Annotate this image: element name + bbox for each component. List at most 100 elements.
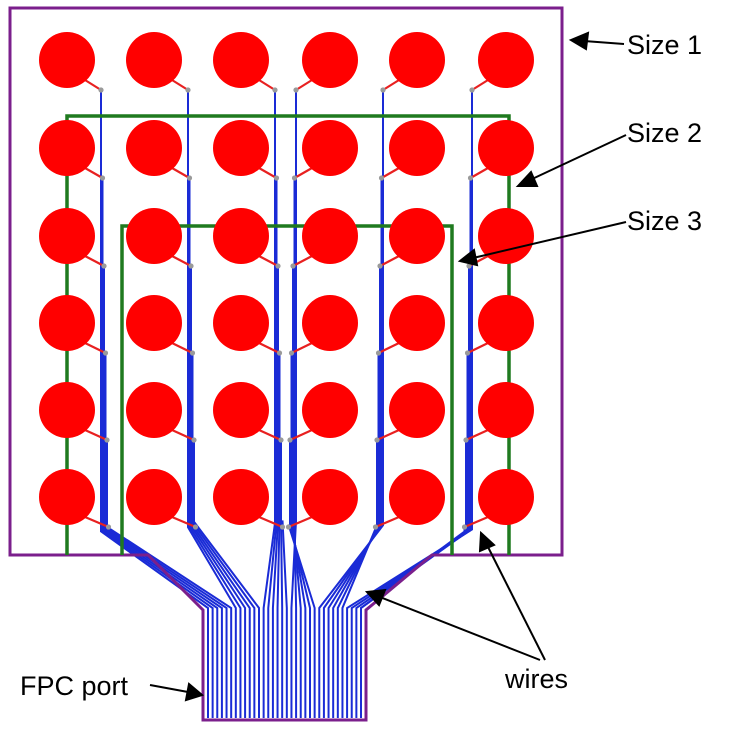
electrode-stub	[380, 167, 400, 179]
via	[189, 350, 196, 356]
fpc-arrowhead	[184, 682, 205, 702]
wire-trace	[292, 266, 302, 718]
via	[374, 437, 380, 443]
wire-trace	[289, 440, 311, 718]
electrode-stub	[464, 515, 489, 529]
via	[372, 524, 379, 530]
via	[185, 87, 191, 93]
electrode-pad	[126, 295, 182, 351]
electrode-pad	[213, 32, 269, 88]
electrode-pad	[389, 32, 445, 88]
via	[99, 175, 106, 181]
via	[278, 437, 284, 443]
size1-arrow	[583, 40, 625, 45]
via	[375, 350, 382, 356]
wire-trace	[318, 90, 384, 718]
electrode-stub	[84, 428, 108, 442]
size2-arrowhead	[515, 170, 539, 187]
wire-trace	[271, 266, 279, 718]
size3-label: Size 3	[627, 206, 702, 236]
size2-arrow	[529, 134, 627, 181]
electrode-pad	[39, 208, 95, 264]
electrode-pad	[302, 382, 358, 438]
via	[275, 263, 281, 269]
via	[377, 263, 383, 269]
via	[101, 263, 107, 269]
electrode-grid	[39, 32, 534, 525]
size3-arrowhead	[457, 248, 479, 267]
wire-trace	[262, 90, 276, 718]
electrode-stub	[258, 515, 283, 529]
electrode-pad	[126, 32, 182, 88]
electrode-stub	[171, 79, 189, 91]
via	[272, 87, 278, 93]
electrode-pad	[302, 295, 358, 351]
electrode-pad	[478, 120, 534, 176]
wire-trace	[350, 178, 472, 718]
electrode-stub	[293, 167, 313, 179]
electrode-stub	[84, 79, 102, 91]
electrode-pad	[126, 208, 182, 264]
electrode-stub	[378, 342, 400, 354]
electrode-stub	[295, 79, 313, 91]
electrode-pad	[302, 32, 358, 88]
electrode-pad	[302, 120, 358, 176]
electrode-pad	[126, 469, 182, 525]
electrode-stub	[258, 167, 278, 179]
electrode-stub	[258, 79, 276, 91]
via	[192, 524, 199, 530]
electrode-stub	[382, 79, 400, 91]
via	[98, 87, 104, 93]
electrode-pad	[478, 382, 534, 438]
via	[290, 263, 296, 269]
wires-arrow-right	[486, 544, 546, 661]
wires-arrow-left	[379, 596, 541, 661]
electrode-stub	[467, 342, 489, 354]
electrode-pad	[213, 469, 269, 525]
electrode-stub	[171, 515, 196, 529]
via	[288, 350, 295, 356]
electrode-stub	[291, 342, 313, 354]
electrode-pad	[478, 295, 534, 351]
electrode-pad	[39, 382, 95, 438]
electrode-pad	[126, 382, 182, 438]
electrode-pad	[389, 120, 445, 176]
electrode-stub	[171, 167, 191, 179]
via	[285, 524, 292, 530]
size2-label: Size 2	[627, 118, 702, 148]
wire-trace	[101, 178, 214, 718]
via	[469, 87, 475, 93]
electrode-stub	[258, 255, 279, 267]
via	[273, 175, 280, 181]
size3-box	[120, 224, 454, 555]
electrode-stub	[84, 167, 104, 179]
electrode-pad	[302, 469, 358, 525]
wires-arrowhead-right	[478, 530, 496, 553]
electrode-stub	[465, 428, 489, 442]
electrode-stub	[171, 342, 193, 354]
wire-trace	[193, 440, 256, 718]
via	[463, 437, 469, 443]
via	[191, 437, 197, 443]
via	[466, 263, 472, 269]
via	[276, 350, 283, 356]
via	[378, 175, 385, 181]
electrode-stub	[289, 428, 313, 442]
electrode-pad	[39, 32, 95, 88]
electrode-pad	[213, 382, 269, 438]
via	[464, 350, 471, 356]
via	[188, 263, 194, 269]
via	[467, 175, 474, 181]
electrode-pad	[213, 208, 269, 264]
electrode-pad	[39, 469, 95, 525]
wire-trace	[336, 440, 378, 718]
wire-trace	[106, 440, 228, 718]
electrode-pad	[389, 295, 445, 351]
wire-trace	[346, 90, 473, 718]
electrode-pad	[389, 382, 445, 438]
via	[291, 175, 298, 181]
electrode-stub	[171, 428, 195, 442]
electrode-stub	[171, 255, 192, 267]
via	[461, 524, 468, 530]
